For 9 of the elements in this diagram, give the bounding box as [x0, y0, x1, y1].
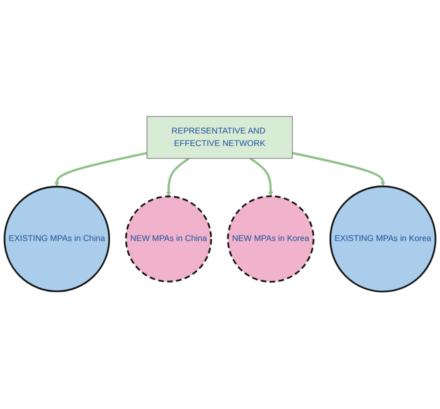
node-circle: EXISTING MPAs in China — [4, 186, 110, 293]
arrow — [166, 158, 190, 198]
arrow — [54, 152, 148, 188]
node-circle: EXISTING MPAs in Korea — [329, 186, 436, 293]
node-box: REPRESENTATIVE AND EFFECTIVE NETWORK — [146, 116, 293, 160]
node-circle: NEW MPAs in China — [125, 196, 212, 283]
arrow — [250, 158, 274, 197]
arrow — [292, 152, 386, 188]
node-circle: NEW MPAs in Korea — [227, 196, 314, 284]
